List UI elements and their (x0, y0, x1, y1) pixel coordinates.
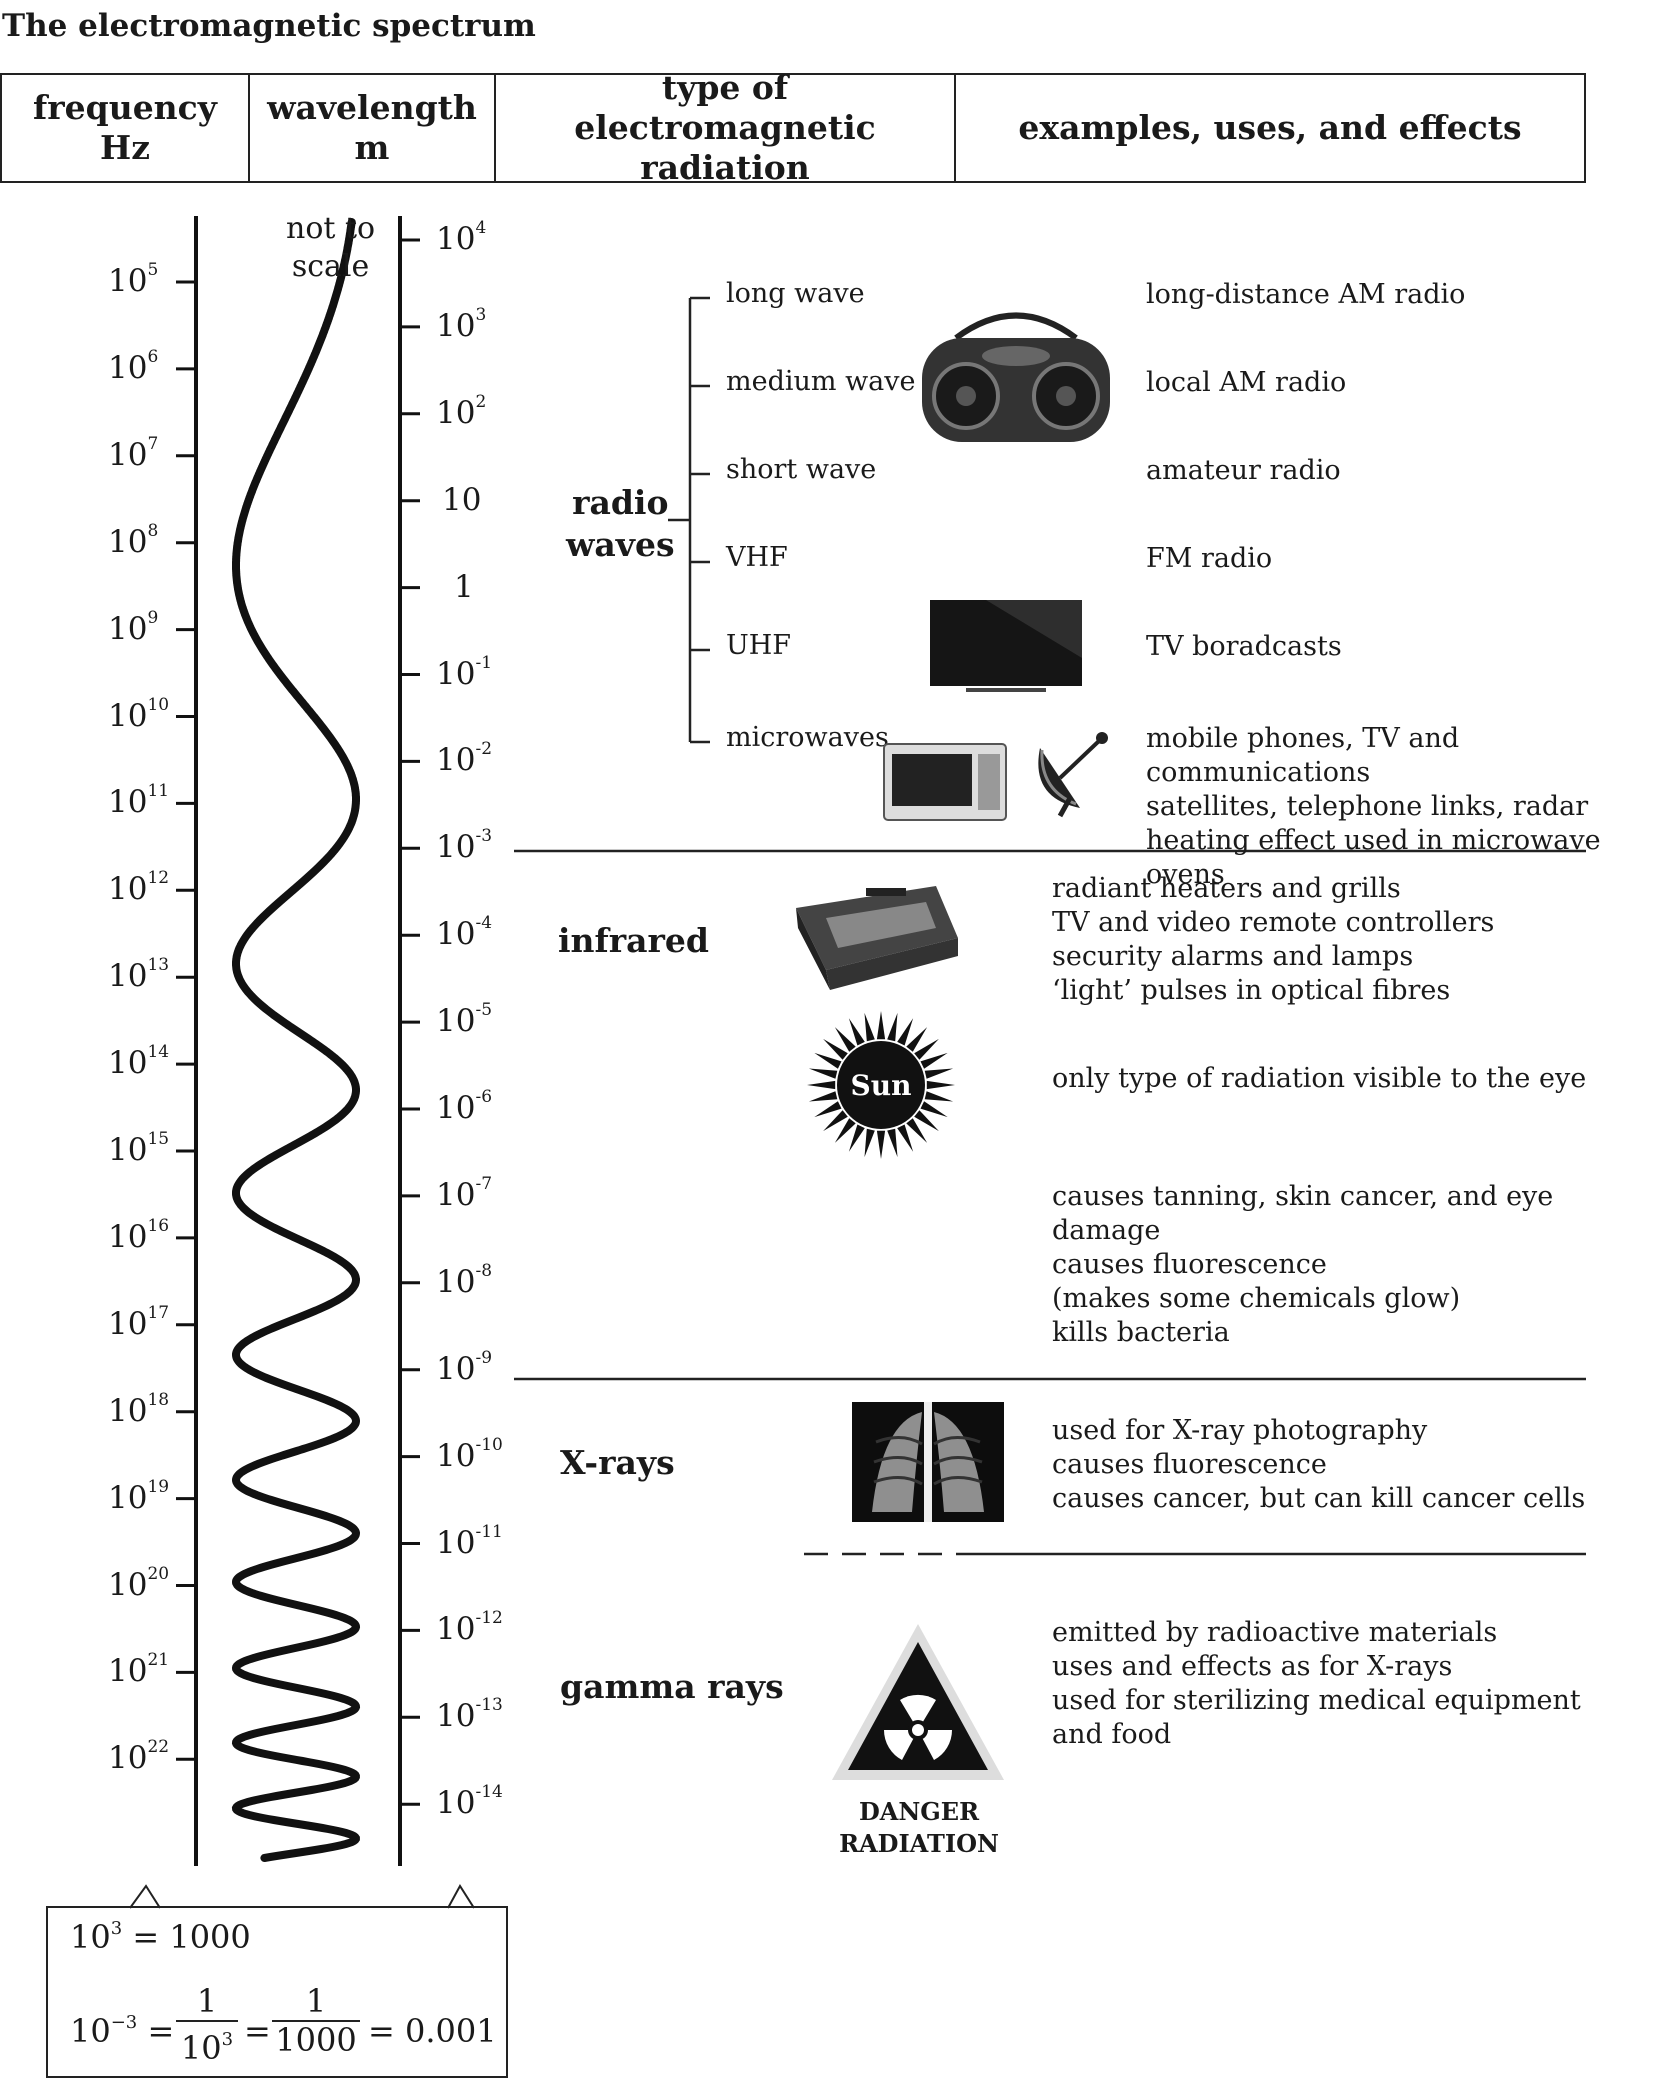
powers-of-ten-note: 103 = 1000 10−3 = 1 103 = 1 1000 = 0.001 (46, 1906, 508, 2078)
frequency-tick-label: 1022 (108, 1737, 170, 1777)
note-pointer-left (129, 1884, 161, 1909)
radio-subband-label: long wave (726, 278, 865, 309)
not-to-scale-note: not to scale (286, 211, 376, 284)
frequency-tick-label: 1021 (108, 1650, 170, 1690)
frequency-tick-label: 1019 (108, 1476, 170, 1516)
radio-subband-label: medium wave (726, 366, 916, 397)
microwave-oven-icon (883, 743, 1007, 821)
gamma-rays-label: gamma rays (560, 1667, 784, 1706)
wavelength-tick-label: 10-9 (436, 1347, 493, 1387)
wavelength-tick-label: 10-11 (436, 1521, 503, 1561)
radio-use-text: long-distance AM radio (1146, 279, 1466, 310)
header-frequency: frequency Hz (0, 73, 250, 183)
frequency-tick-label: 1012 (108, 868, 170, 908)
note-line-2-lhs: 10−3 = (70, 2012, 175, 2050)
wavelength-tick-label: 10-7 (436, 1173, 493, 1213)
frequency-tick-label: 1016 (108, 1215, 170, 1255)
heater-icon (796, 886, 958, 990)
radio-subband-label: VHF (726, 542, 788, 573)
gamma-uses: emitted by radioactive materials uses an… (1052, 1617, 1581, 1750)
frequency-tick-label: 1011 (108, 781, 170, 821)
header-type: type of electromagnetic radiation (494, 68, 956, 187)
note-fraction-2: 1 1000 (272, 1982, 360, 2058)
wave-curve (231, 218, 361, 1862)
wavelength-tick-label: 10-5 (436, 1000, 493, 1040)
radio-use-text: amateur radio (1146, 455, 1341, 486)
wavelength-tick-label: 10-4 (436, 913, 493, 953)
wavelength-tick-label: 103 (436, 304, 487, 344)
radio-subband-label: short wave (726, 454, 877, 485)
frequency-tick-label: 109 (108, 607, 159, 647)
ultraviolet-uses: causes tanning, skin cancer, and eye dam… (1052, 1181, 1554, 1348)
infrared-label: infrared (558, 921, 709, 960)
wavelength-tick-label: 10-1 (436, 652, 493, 692)
frequency-tick-label: 107 (108, 433, 159, 473)
note-pointer-right (447, 1884, 475, 1909)
radio-subband-label: microwaves (726, 722, 889, 753)
radio-use-text: mobile phones, TV and communications sat… (1146, 723, 1601, 890)
wavelength-tick-label: 10-12 (436, 1608, 503, 1648)
radio-use-text: FM radio (1146, 543, 1273, 574)
frequency-tick-label: 105 (108, 260, 159, 299)
danger-radiation-sign-text: DANGER RADIATION (839, 1797, 999, 1858)
note-result: = 0.001 (368, 2012, 497, 2050)
wavelength-tick-label: 10-2 (436, 739, 493, 779)
infrared-uses: radiant heaters and grills TV and video … (1052, 873, 1495, 1006)
wavelength-tick-label: 102 (436, 391, 487, 431)
visible-use: only type of radiation visible to the ey… (1052, 1063, 1587, 1094)
x-rays-label: X-rays (560, 1443, 675, 1482)
radio-use-text: TV boradcasts (1146, 631, 1342, 662)
header-examples: examples, uses, and effects (954, 73, 1586, 183)
wavelength-tick-label: 10 (442, 481, 482, 518)
frequency-tick-label: 1020 (108, 1563, 170, 1603)
satellite-dish-icon (1038, 732, 1108, 818)
boombox-icon (922, 312, 1110, 442)
frequency-tick-label: 1017 (108, 1302, 170, 1342)
radio-use-text: local AM radio (1146, 367, 1347, 398)
frequency-tick-label: 1013 (108, 955, 170, 995)
note-line-1: 103 = 1000 (70, 1918, 251, 1956)
wavelength-tick-label: 10-14 (436, 1782, 503, 1822)
frequency-tick-label: 108 (108, 520, 159, 560)
wavelength-tick-label: 10-8 (436, 1260, 493, 1300)
radio-waves-label: radio waves (566, 483, 675, 564)
note-fraction-1: 1 103 (176, 1982, 238, 2066)
frequency-tick-label: 1015 (108, 1129, 170, 1168)
radio-subband-label: UHF (726, 630, 792, 661)
header-wavelength: wavelength m (248, 73, 496, 183)
frequency-tick-label: 106 (108, 346, 159, 386)
wavelength-tick-label: 10-6 (436, 1087, 493, 1126)
chest-x-ray-icon (852, 1402, 1004, 1522)
wavelength-tick-label: 10-3 (436, 826, 493, 866)
radiation-warning-icon (832, 1624, 1004, 1780)
page-title: The electromagnetic spectrum (2, 8, 536, 44)
frequency-tick-label: 1014 (108, 1042, 170, 1082)
x-rays-uses: used for X-ray photography causes fluore… (1052, 1415, 1586, 1514)
television-icon (930, 600, 1082, 692)
wavelength-tick-label: 10-10 (436, 1434, 503, 1474)
frequency-tick-label: 1010 (108, 694, 170, 734)
wavelength-tick-label: 1 (454, 568, 474, 605)
frequency-tick-marks (176, 280, 196, 1761)
wavelength-tick-label: 10-13 (436, 1695, 503, 1735)
sun-label: Sun (851, 1069, 912, 1102)
wavelength-tick-marks (400, 238, 420, 1806)
sun-icon: Sun (807, 1011, 955, 1159)
wavelength-tick-label: 104 (436, 218, 487, 257)
frequency-tick-label: 1018 (108, 1389, 170, 1429)
